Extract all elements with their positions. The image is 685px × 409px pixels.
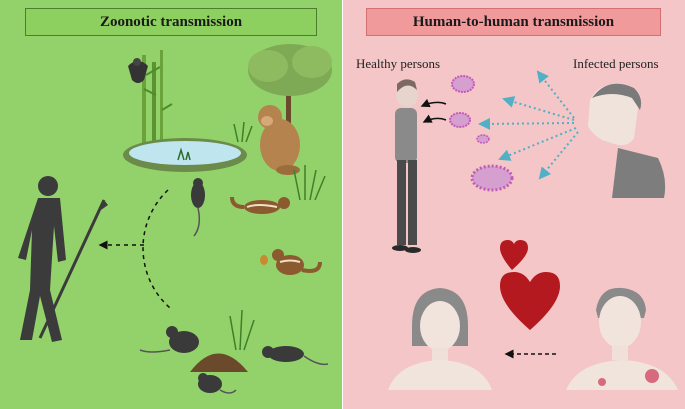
transmission-arc bbox=[142, 189, 171, 309]
rodent-icon-3 bbox=[198, 373, 237, 394]
healthy-person-icon bbox=[392, 79, 421, 253]
inhale-arrow bbox=[420, 98, 447, 108]
rat-icon bbox=[191, 178, 205, 237]
rodent-icon-2 bbox=[262, 346, 329, 366]
pond-icon bbox=[123, 138, 247, 172]
inhale-arrow-2 bbox=[422, 114, 447, 123]
monkey-icon bbox=[258, 105, 300, 175]
droplet-arrows bbox=[478, 70, 579, 180]
chipmunk-icon-2 bbox=[260, 249, 322, 275]
bat-icon bbox=[128, 58, 148, 83]
grass-icon bbox=[229, 121, 326, 351]
chipmunk-icon bbox=[230, 196, 290, 214]
healthy-persons-label: Healthy persons bbox=[356, 56, 441, 71]
bamboo-icon bbox=[142, 50, 173, 150]
zoonotic-title: Zoonotic transmission bbox=[25, 8, 317, 36]
rodent-icon bbox=[139, 326, 199, 353]
infected-persons-label: Infected persons bbox=[573, 56, 659, 71]
panel-divider bbox=[342, 0, 343, 409]
infected-person-icon bbox=[588, 83, 666, 198]
tree-icon bbox=[248, 44, 332, 135]
infected-man-icon bbox=[566, 287, 678, 390]
heart-icon-2 bbox=[500, 272, 560, 330]
healthy-woman-icon bbox=[388, 288, 492, 390]
virus-icon bbox=[449, 75, 514, 192]
heart-icon bbox=[500, 240, 528, 270]
human-to-human-title: Human-to-human transmission bbox=[366, 8, 661, 36]
mound-icon bbox=[190, 353, 248, 372]
hunter-icon bbox=[18, 176, 108, 342]
